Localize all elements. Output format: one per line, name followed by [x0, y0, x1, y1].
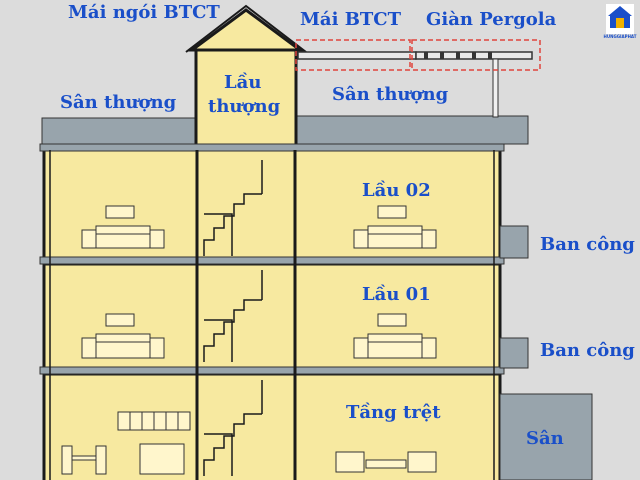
facade-lines: [49, 150, 495, 480]
pergola-slats: [424, 52, 492, 59]
tiled-roof: [187, 8, 305, 52]
label-lau-01: Lầu 01: [362, 284, 431, 305]
label-san-thuong-right: Sân thượng: [332, 84, 449, 105]
label-lau-02: Lầu 02: [362, 180, 431, 201]
bed-icon-lau02-right: [353, 205, 437, 249]
bed-icon-lau01-right: [353, 313, 437, 359]
kitchen-cabinet-icon: [117, 411, 191, 475]
label-tang-tret: Tầng trệt: [346, 402, 441, 423]
sofa-icon: [335, 451, 437, 473]
label-ban-cong-lower: Ban công: [540, 340, 635, 361]
pergola-column: [492, 58, 499, 118]
slab-1: [39, 143, 505, 152]
tiled-roof-ridge: [185, 4, 307, 53]
slab-2: [39, 256, 505, 265]
dining-table-icon: [61, 445, 107, 475]
label-san: Sân: [526, 428, 564, 449]
label-lau-thuong-2: thượng: [208, 96, 281, 117]
slab-3: [39, 366, 505, 375]
highlight-box-mai-btct: [295, 39, 411, 71]
label-lau-thuong-1: Lầu: [224, 72, 262, 93]
concrete-roof-slab: [297, 51, 417, 60]
bed-icon-lau01-left: [81, 313, 165, 359]
stairs: [203, 160, 263, 476]
house-logo-icon: [606, 4, 634, 34]
terrace-slab-right: [295, 115, 529, 145]
balcony-upper: [499, 225, 529, 259]
label-mai-ngoi: Mái ngói BTCT: [68, 2, 220, 23]
label-mai-btct: Mái BTCT: [300, 9, 402, 30]
balcony-lower: [499, 337, 529, 369]
terrace-slab-left: [41, 117, 197, 145]
stairwell-walls: [195, 150, 297, 480]
highlight-box-pergola: [411, 39, 541, 71]
label-san-thuong-left: Sân thượng: [60, 92, 177, 113]
yard: [499, 393, 593, 480]
label-ban-cong-upper: Ban công: [540, 234, 635, 255]
label-gian-pergola: Giàn Pergola: [426, 9, 557, 30]
logo-text: HUNGGIAPHAT: [603, 34, 637, 39]
bed-icon-lau02-left: [81, 205, 165, 249]
